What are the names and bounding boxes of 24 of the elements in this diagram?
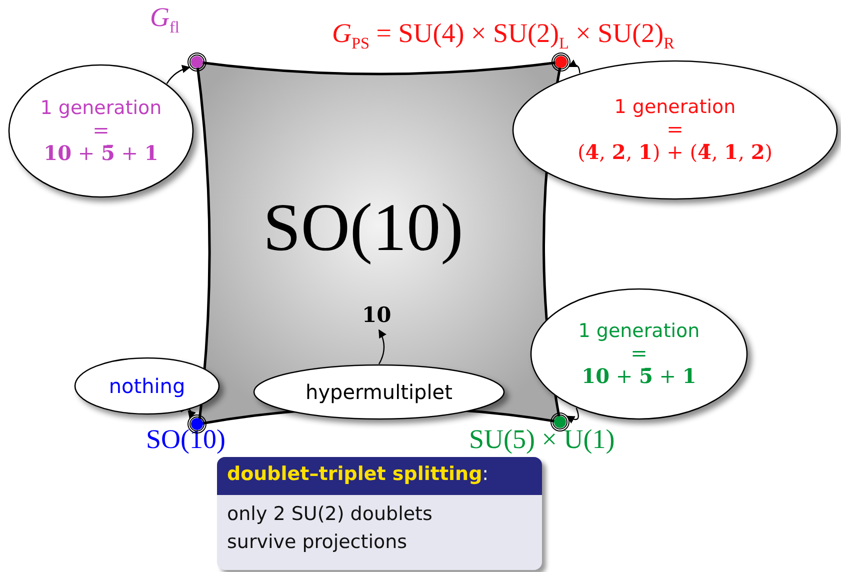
callout-text: = <box>92 119 110 142</box>
vertex-label: G$_{PS}$ = SU(4) × SU(2)$_{L}$ × SU(2)$_{R}$ <box>332 18 674 54</box>
callout-text: = <box>666 118 684 141</box>
callout-text: 10 + 5̄ + 1 <box>582 365 696 388</box>
callout-text: (4, 2, 1) + (4̄, 1, 2) <box>577 141 773 164</box>
note-card <box>217 457 542 570</box>
callout-text: 1 generation <box>40 97 162 119</box>
callout-arrow <box>378 329 386 364</box>
callout-arrow <box>568 60 580 74</box>
callout-arrow <box>166 65 190 84</box>
callout-text: 1 generation <box>578 320 700 342</box>
vertex-label: SO(10) <box>146 424 226 455</box>
callout-text: 10 + 5̄ + 1 <box>44 142 158 165</box>
callout-text: hypermultiplet <box>306 380 452 404</box>
callout-text: = <box>630 342 648 365</box>
card-heading: doublet–triplet splitting: <box>217 457 542 495</box>
representation-label: 10 <box>362 302 392 327</box>
callout-text: nothing <box>108 374 186 398</box>
card-body-text: only 2 SU(2) doublets survive projections <box>227 502 434 555</box>
vertex-label: G$_{fl}$ <box>150 2 180 38</box>
vertex-label: SU(5) × U(1) <box>469 424 615 455</box>
square-title: SO(10) <box>263 188 464 267</box>
callout-text: 1 generation <box>614 96 736 118</box>
callout-arrow <box>566 408 579 424</box>
